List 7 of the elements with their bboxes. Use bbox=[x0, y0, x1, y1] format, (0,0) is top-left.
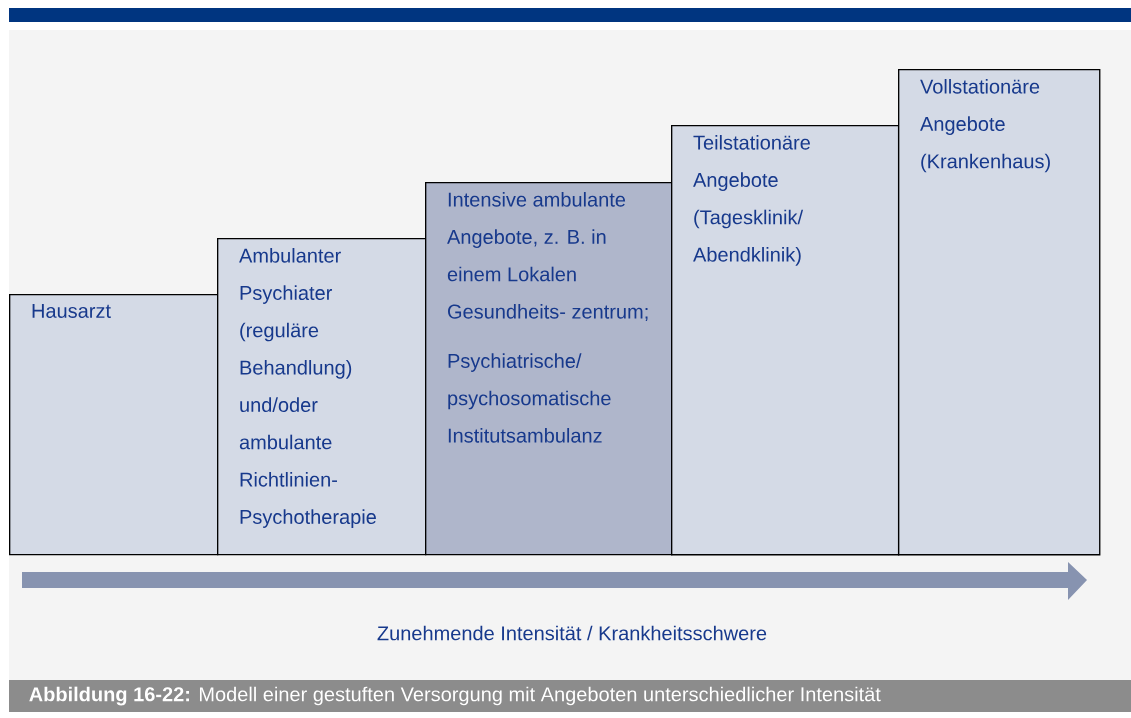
step-box: Ambulanter Psychiater (reguläre Behandlung) und/oder ambulante Richtlinien-Psychotherapie bbox=[217, 238, 427, 556]
step-box: Intensive ambulante Angebote, z. B. in einem Lokalen Gesundheits- zentrum; Psychiatrische/ psychosomatische Institutsambulanz bbox=[425, 182, 673, 556]
step-box: Vollstationäre Angebote (Krankenhaus) bbox=[898, 69, 1101, 556]
axis-label: Zunehmende Intensität / Krankheitsschwere bbox=[377, 625, 767, 641]
step-box: Hausarzt bbox=[9, 294, 219, 556]
caption-bar: Abbildung 16-22: Modell einer gestuften Versorgung mit Angeboten unterschiedlicher Intensität bbox=[9, 680, 1131, 712]
step-box: Teilstationäre Angebote (Tagesklinik/ Abendklinik) bbox=[671, 125, 900, 556]
